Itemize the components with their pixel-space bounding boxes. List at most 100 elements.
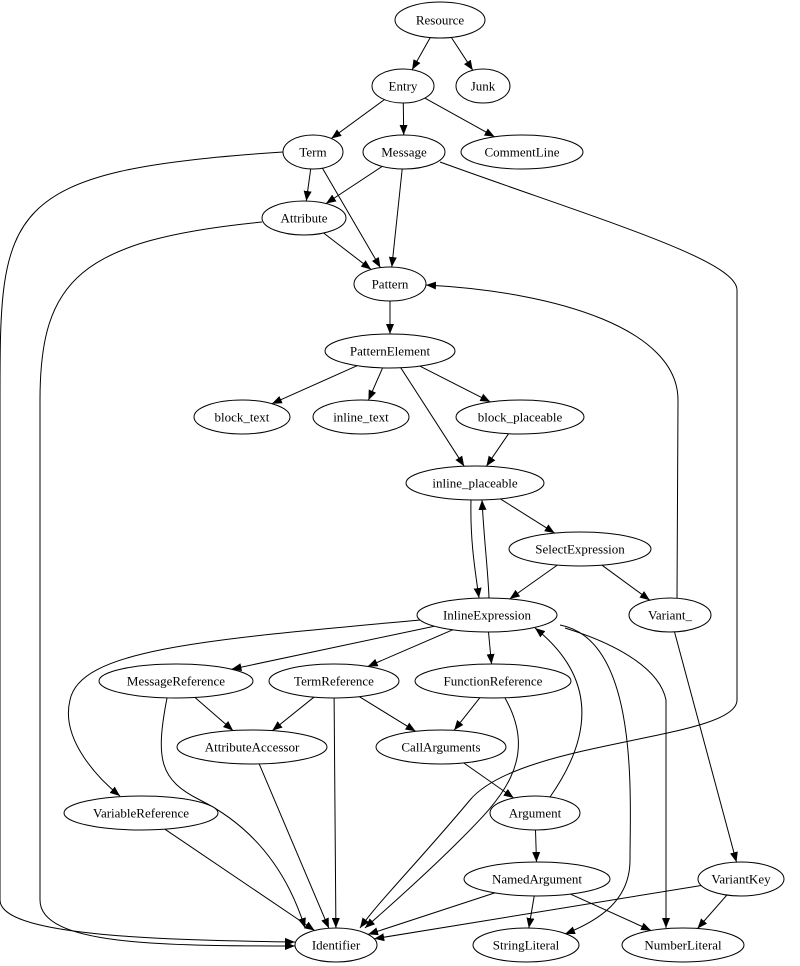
- edges-layer: [0, 37, 738, 950]
- node-label: VariantKey: [711, 872, 771, 887]
- edge-Term-to-Attribute: [303, 168, 312, 202]
- node-inline_text: inline_text: [312, 399, 410, 435]
- edge-VariantKey-to-Identifier: [374, 885, 702, 942]
- edge-MessageReference-to-AttributeAccessor: [194, 697, 234, 731]
- node-label: Argument: [509, 806, 562, 821]
- node-label: CommentLine: [484, 145, 559, 160]
- edge-PatternElement-to-block_placeable: [419, 365, 491, 403]
- node-ellipse: [282, 134, 344, 170]
- node-label: FunctionReference: [444, 674, 543, 689]
- edge-PatternElement-to-inline_text: [367, 367, 384, 401]
- node-label: Attribute: [281, 211, 328, 226]
- node-ellipse: [362, 134, 446, 170]
- node-ellipse: [697, 861, 785, 897]
- node-StringLiteral: StringLiteral: [472, 927, 580, 963]
- node-ellipse: [414, 663, 572, 699]
- node-label: CallArguments: [401, 740, 480, 755]
- node-Variant_: Variant_: [628, 597, 712, 633]
- edge-inline_placeable-to-InlineExpression: [470, 499, 482, 599]
- edge-Term-to-Pattern: [321, 167, 381, 268]
- node-ellipse: [371, 68, 435, 104]
- edge-Variant_-to-VariantKey: [674, 631, 738, 863]
- edge-InlineExpression-to-MessageReference: [231, 625, 435, 672]
- edge-Attribute-to-Pattern: [323, 232, 372, 270]
- edge-TermReference-to-AttributeAccessor: [271, 696, 315, 731]
- edge-AttributeAccessor-to-Identifier: [258, 763, 330, 929]
- node-label: block_placeable: [478, 410, 563, 425]
- edge-block_placeable-to-inline_placeable: [485, 433, 510, 467]
- node-ellipse: [621, 927, 745, 963]
- node-NamedArgument: NamedArgument: [463, 861, 611, 897]
- node-label: MessageReference: [127, 674, 225, 689]
- node-Message: Message: [362, 134, 446, 170]
- node-label: StringLiteral: [493, 938, 560, 953]
- edge-Attribute-to-Identifier: [39, 221, 296, 950]
- node-ellipse: [268, 663, 400, 699]
- edge-VariableReference-to-Identifier: [164, 828, 315, 931]
- edge-TermReference-to-Identifier: [331, 697, 340, 929]
- node-label: block_text: [215, 410, 270, 425]
- edge-Message-to-Attribute: [325, 165, 383, 204]
- node-SelectExpression: SelectExpression: [508, 531, 652, 567]
- node-ellipse: [312, 399, 410, 435]
- edge-NamedArgument-to-NumberLiteral: [570, 893, 652, 931]
- edge-PatternElement-to-inline_placeable: [400, 367, 465, 467]
- node-VariantKey: VariantKey: [697, 861, 785, 897]
- edge-InlineExpression-to-VariableReference: [68, 619, 421, 797]
- node-label: inline_placeable: [432, 476, 517, 491]
- node-ellipse: [98, 663, 254, 699]
- node-ellipse: [463, 861, 611, 897]
- node-NumberLiteral: NumberLiteral: [621, 927, 745, 963]
- edge-Argument-to-InlineExpression: [534, 627, 583, 798]
- node-ellipse: [508, 531, 652, 567]
- node-Argument: Argument: [489, 795, 581, 831]
- node-label: NamedArgument: [492, 872, 582, 887]
- edge-FunctionReference-to-Identifier: [364, 697, 519, 929]
- node-Resource: Resource: [394, 1, 486, 39]
- edge-SelectExpression-to-Variant_: [601, 564, 651, 601]
- node-ellipse: [472, 927, 580, 963]
- node-ellipse: [176, 729, 328, 765]
- node-Pattern: Pattern: [353, 266, 427, 302]
- edge-MessageReference-to-Identifier: [160, 697, 306, 929]
- edge-PatternElement-to-block_text: [271, 365, 358, 405]
- edge-Message-to-Pattern: [388, 168, 403, 268]
- node-Attribute: Attribute: [261, 200, 347, 236]
- edge-TermReference-to-CallArguments: [359, 696, 416, 732]
- edge-Term-to-Identifier: [0, 151, 296, 946]
- edge-NamedArgument-to-Identifier: [367, 892, 495, 936]
- node-label: Pattern: [372, 277, 409, 292]
- node-label: Entry: [389, 79, 418, 94]
- node-ellipse: [294, 927, 378, 963]
- node-MessageReference: MessageReference: [98, 663, 254, 699]
- edge-VariantKey-to-NumberLiteral: [697, 894, 728, 929]
- edge-Entry-to-CommentLine: [424, 97, 495, 138]
- node-InlineExpression: InlineExpression: [416, 597, 558, 633]
- node-label: Message: [381, 145, 427, 160]
- edge-Argument-to-NamedArgument: [532, 829, 541, 863]
- node-ellipse: [628, 597, 712, 633]
- node-label: VariableReference: [93, 806, 189, 821]
- node-label: Resource: [416, 13, 465, 28]
- node-label: Identifier: [312, 938, 361, 953]
- edge-FunctionReference-to-CallArguments: [453, 697, 481, 731]
- node-block_placeable: block_placeable: [455, 399, 585, 435]
- edge-SelectExpression-to-InlineExpression: [509, 564, 558, 600]
- node-Identifier: Identifier: [294, 927, 378, 963]
- node-Junk: Junk: [455, 68, 511, 104]
- node-ellipse: [261, 200, 347, 236]
- node-label: Variant_: [648, 608, 693, 623]
- node-ellipse: [455, 399, 585, 435]
- node-ellipse: [489, 795, 581, 831]
- edge-CallArguments-to-Argument: [463, 762, 514, 799]
- node-ellipse: [416, 597, 558, 633]
- node-ellipse: [193, 399, 291, 435]
- node-Entry: Entry: [371, 68, 435, 104]
- edge-Message-to-Identifier: [359, 161, 738, 929]
- node-ellipse: [394, 1, 486, 39]
- node-TermReference: TermReference: [268, 663, 400, 699]
- node-label: SelectExpression: [535, 542, 625, 557]
